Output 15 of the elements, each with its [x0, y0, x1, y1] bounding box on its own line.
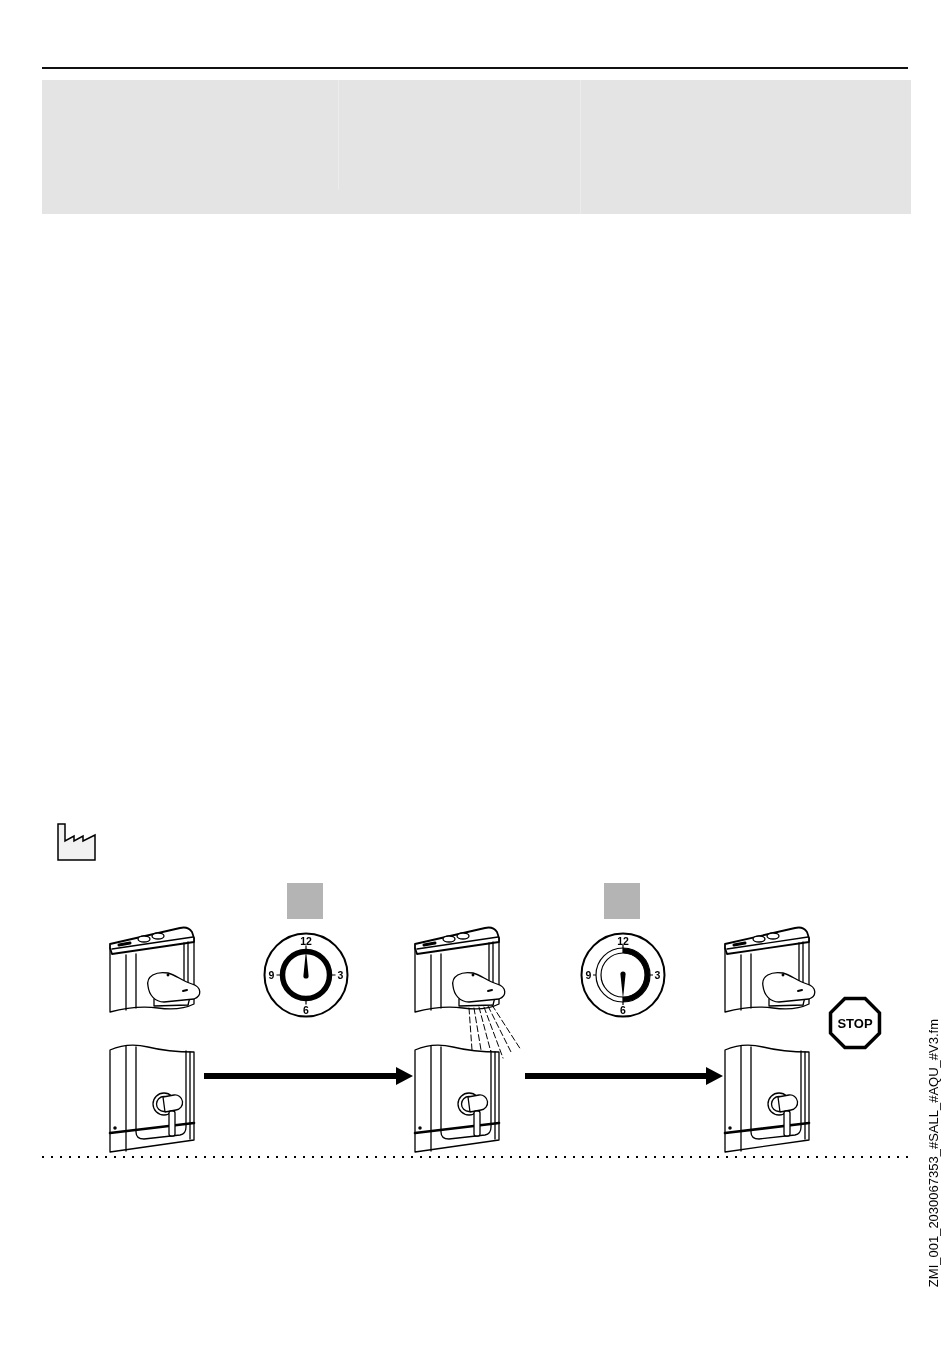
- arrow: [204, 1067, 413, 1085]
- dial-number: 6: [620, 1004, 626, 1015]
- dial-number: 6: [303, 1004, 309, 1015]
- dial-number: 3: [654, 969, 661, 981]
- file-name: ZMI_001_2030067353_#SALL_#AQU_#V3.fm: [927, 1019, 940, 1288]
- arrow: [525, 1067, 723, 1085]
- timer-dial: [262, 931, 350, 1019]
- sign-text: STOP: [837, 1016, 873, 1030]
- dial-number: 9: [585, 969, 592, 981]
- timer-dial: [579, 931, 667, 1019]
- dial-number: 9: [268, 969, 275, 981]
- stop-sign: [826, 994, 884, 1052]
- dial-number: 12: [300, 935, 312, 946]
- dial-number: 12: [617, 935, 629, 946]
- dial-number: 3: [337, 969, 344, 981]
